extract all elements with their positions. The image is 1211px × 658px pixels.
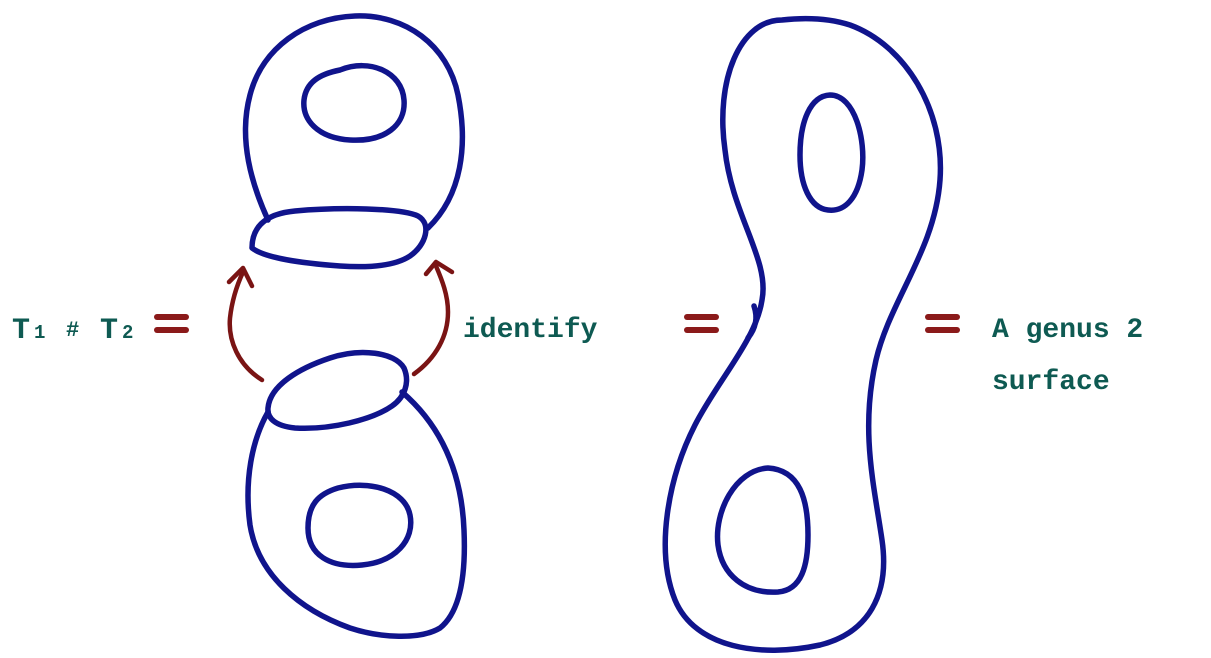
bottom-torus [245,349,468,639]
genus-2-outline [662,15,944,653]
bottom-torus-outline [245,389,468,639]
t2-subscript: 2 [122,322,133,344]
top-torus-boundary-disk [249,205,429,270]
identify-label: identify [463,315,598,346]
connected-sum-label: T 1 # T 2 [12,314,133,348]
genus-2-hole-top [797,92,866,213]
equals-sign-1 [154,314,189,333]
genus-2-neck-crease [745,303,759,341]
bottom-torus-hole [305,482,414,569]
bottom-torus-boundary-disk [265,349,410,432]
equals-sign-2 [684,314,719,333]
identify-arrows [226,259,455,383]
genus-2-hole-bottom [714,465,811,595]
top-torus [242,13,466,270]
t2-letter: T [100,314,118,348]
top-torus-hole [301,63,407,143]
left-arrow-head [226,265,255,289]
left-identify-arrow [227,269,265,383]
result-label-line-2: surface [992,367,1110,398]
t1-letter: T [12,314,30,348]
top-torus-outline [242,13,466,231]
equals-sign-3 [925,314,960,333]
result-label-line-1: A genus 2 [992,315,1143,346]
right-arrow-head [423,259,455,277]
hash-symbol: # [66,318,79,343]
right-identify-arrow [411,263,451,377]
genus-2-surface [662,15,944,653]
t1-subscript: 1 [34,322,45,344]
